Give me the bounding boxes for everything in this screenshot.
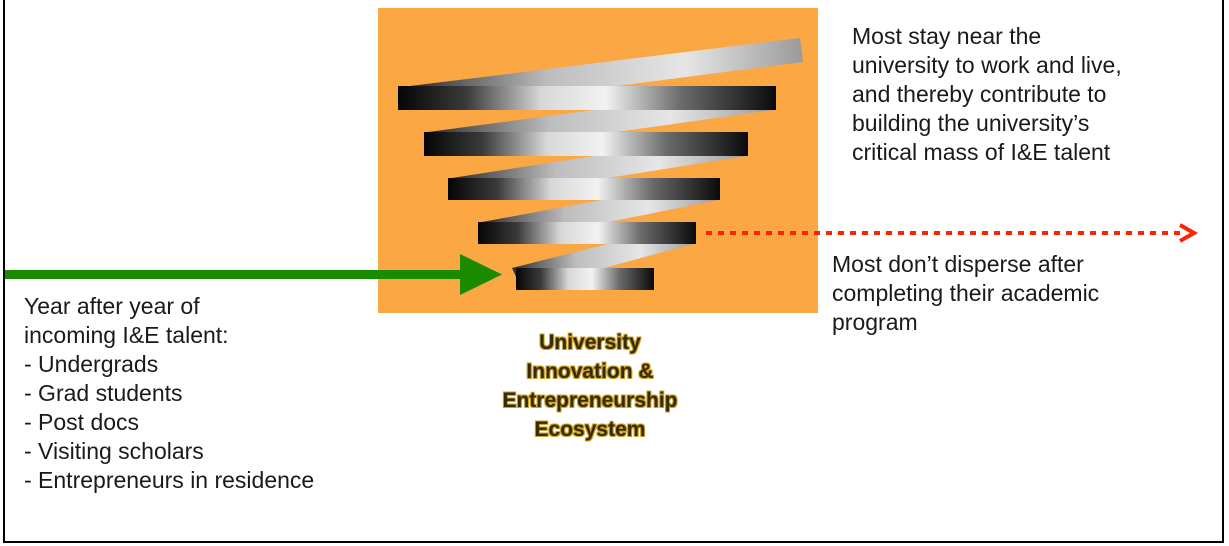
stay-line: building the university’s: [852, 110, 1090, 136]
incoming-heading-line: Year after year of: [24, 293, 200, 319]
spiral-band: [448, 178, 720, 200]
talent-items: - Undergrads - Grad students - Post docs…: [24, 350, 384, 495]
incoming-talent-list: Year after year of incoming I&E talent: …: [24, 292, 384, 495]
spiral-band: [478, 222, 696, 244]
stay-line: university to work and live,: [852, 52, 1122, 78]
stay-line: Most stay near the: [852, 23, 1042, 49]
ecosystem-label: University Innovation & Entrepreneurship…: [430, 328, 750, 444]
list-item: - Visiting scholars: [24, 438, 204, 464]
diagram-frame: [3, 0, 1224, 543]
disperse-arrow: [706, 223, 1199, 243]
stay-line: and thereby contribute to: [852, 81, 1107, 107]
list-item: - Entrepreneurs in residence: [24, 467, 315, 493]
list-item: - Undergrads: [24, 351, 159, 377]
disperse-line: completing their academic: [832, 280, 1100, 306]
spiral-band: [424, 132, 748, 156]
ecosystem-label-line: Ecosystem: [534, 418, 646, 441]
spiral-band: [398, 86, 776, 110]
ecosystem-label-line: Innovation &: [526, 360, 654, 383]
spiral-band: [516, 268, 654, 290]
disperse-line: Most don’t disperse after: [832, 251, 1084, 277]
stay-description: Most stay near the university to work an…: [852, 22, 1222, 167]
spiral-funnel: [398, 38, 803, 290]
incoming-arrow: [5, 254, 502, 295]
incoming-heading-line: incoming I&E talent:: [24, 322, 229, 348]
disperse-description: Most don’t disperse after completing the…: [832, 250, 1212, 337]
disperse-line: program: [832, 309, 918, 335]
ecosystem-label-line: Entrepreneurship: [502, 389, 678, 412]
list-item: - Grad students: [24, 380, 183, 406]
stay-line: critical mass of I&E talent: [852, 139, 1111, 165]
list-item: - Post docs: [24, 409, 140, 435]
ecosystem-label-line: University: [539, 331, 641, 354]
